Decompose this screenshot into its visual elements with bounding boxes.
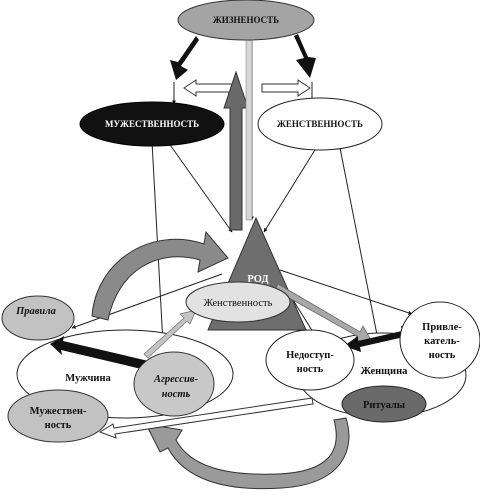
- curved-arrow-left: [91, 230, 229, 321]
- large-up-arrow: [223, 70, 249, 231]
- masculinity-top-label: МУЖЕСТВЕННОСТЬ: [105, 119, 199, 129]
- inaccessibility-label-2: ность: [297, 364, 324, 375]
- bold-arrow-left: [170, 36, 199, 80]
- line-fem-to-gender: [263, 144, 319, 233]
- line-masc-to-gender: [167, 141, 233, 233]
- aggression-ellipse: [133, 351, 215, 417]
- vitality-ellipse: [177, 0, 315, 41]
- aggression-label-2: ность: [162, 389, 191, 400]
- attractiveness-label-3: ность: [429, 350, 456, 361]
- masculinity-low-ellipse: [7, 389, 109, 443]
- curved-arrow-bottom: [145, 417, 350, 490]
- line-fem-to-woman: [339, 147, 384, 361]
- masculinity-low-label-1: Мужествен-: [30, 406, 87, 417]
- hollow-side-arrows: [183, 79, 311, 97]
- vitality-label: ЖИЗНЕНОСТЬ: [213, 15, 279, 25]
- inaccessibility-label-1: Недоступ-: [286, 350, 334, 361]
- rituals-label: Ритуалы: [363, 400, 405, 411]
- femininity-mid-ellipse: [185, 281, 291, 323]
- man-label: Мужчина: [65, 373, 111, 384]
- vitality-bold-arrows: [170, 34, 316, 80]
- gender-label: РОД: [247, 274, 269, 285]
- attractiveness-label-2: катель-: [424, 336, 460, 347]
- rules-ellipse: [1, 295, 75, 341]
- woman-label: Женщина: [361, 366, 409, 377]
- aggression-label-1: Агрессив-: [153, 374, 199, 385]
- hollow-arrow-left: [183, 79, 233, 97]
- attractiveness-label-1: Привле-: [422, 322, 462, 333]
- line-gender-to-attract: [279, 269, 413, 315]
- gray-arrow-to-fem: [143, 309, 197, 359]
- hollow-arrow-bottom: [98, 397, 314, 439]
- femininity-top-ellipse: [257, 97, 383, 151]
- black-double-arrow-right: [344, 326, 418, 352]
- bold-arrow-right: [294, 34, 316, 78]
- rules-label: Правила: [15, 306, 56, 317]
- masculinity-top-ellipse: [79, 101, 225, 147]
- femininity-top-label: ЖЕНСТВЕННОСТЬ: [277, 119, 363, 129]
- hollow-arrow-right: [261, 79, 311, 97]
- line-gender-to-rules: [71, 273, 223, 329]
- vitality-stripe: [245, 39, 253, 221]
- rituals-ellipse: [341, 385, 427, 423]
- attractiveness-ellipse: [399, 301, 480, 379]
- inaccessibility-ellipse: [265, 329, 355, 391]
- femininity-mid-label: Женственность: [204, 298, 273, 309]
- masculinity-low-label-2: ность: [45, 420, 72, 431]
